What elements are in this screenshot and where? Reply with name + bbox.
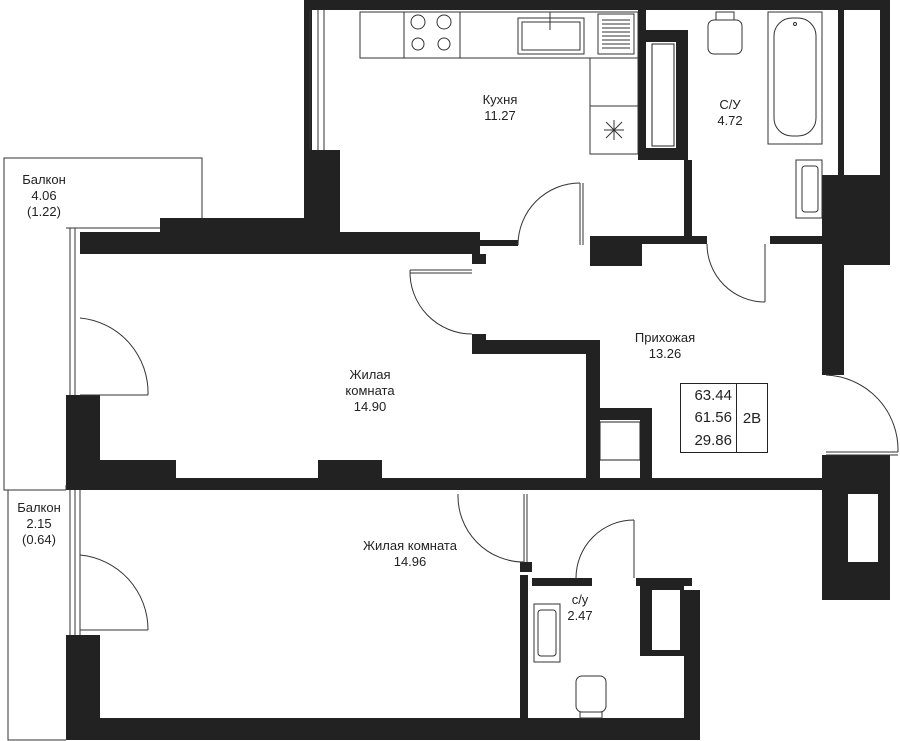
room-label-balcony1: Балкон 4.06 (1.22)	[4, 172, 84, 220]
living2-area: 14.96	[393, 554, 427, 569]
balcony-outline	[3, 10, 325, 741]
room-label-bathroom: С/У 4.72	[700, 97, 760, 129]
balcony2-name: Балкон	[17, 500, 61, 515]
living-area: 29.86	[694, 432, 732, 450]
kitchen-name: Кухня	[482, 92, 518, 107]
area-values: 63.44 61.56 29.86	[681, 384, 737, 452]
wc-area: 2.47	[567, 608, 593, 623]
kitchen-fixtures	[359, 11, 639, 155]
hall-area: 13.26	[648, 346, 682, 361]
bathroom-area: 4.72	[717, 113, 743, 128]
room-label-balcony2: Балкон 2.15 (0.64)	[4, 500, 74, 548]
living2-name: Жилая комната	[363, 538, 457, 553]
room-label-wc: с/у 2.47	[555, 592, 605, 624]
balcony1-area: 4.06	[31, 188, 57, 203]
wc-name: с/у	[571, 592, 589, 607]
balcony1-name: Балкон	[22, 172, 66, 187]
hall-name: Прихожая	[634, 330, 696, 345]
kitchen-area: 11.27	[484, 108, 516, 123]
room-label-living1: Жилая комната 14.90	[320, 367, 420, 415]
room-label-kitchen: Кухня 11.27	[450, 92, 550, 124]
balcony2-reduced: (0.64)	[22, 532, 56, 547]
total-area: 63.44	[694, 386, 732, 404]
room-label-hall: Прихожая 13.26	[610, 330, 720, 362]
balcony2-area: 2.15	[26, 516, 52, 531]
bathroom-name: С/У	[719, 97, 741, 112]
living1-area: 14.90	[353, 399, 387, 414]
bathroom-fixtures	[533, 11, 823, 719]
living1-name-line1: Жилая	[349, 367, 391, 382]
area-summary-box: 63.44 61.56 29.86 2В	[680, 383, 768, 453]
doors	[79, 182, 899, 631]
room-label-living2: Жилая комната 14.96	[345, 538, 475, 570]
balcony1-reduced: (1.22)	[27, 204, 61, 219]
apartment-type: 2В	[742, 409, 762, 427]
living1-name-line2: комната	[345, 383, 395, 398]
reduced-area: 61.56	[694, 409, 732, 427]
